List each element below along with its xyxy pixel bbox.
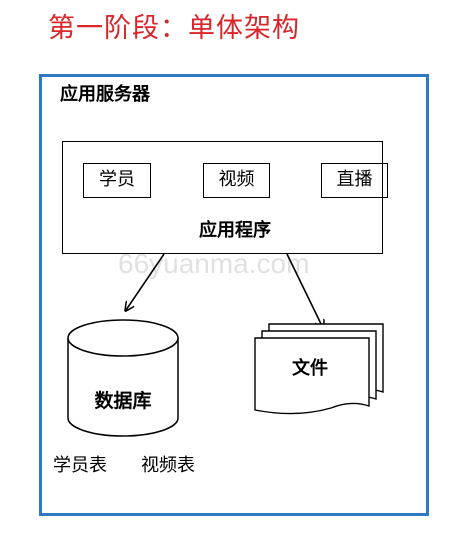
file-label: 文件 bbox=[292, 358, 328, 379]
application-label: 应用程序 bbox=[199, 220, 271, 241]
arrow-to-file bbox=[286, 253, 323, 328]
page-title: 第一阶段：单体架构 bbox=[48, 13, 300, 44]
module-live: 直播 bbox=[321, 163, 388, 198]
module-video: 视频 bbox=[203, 163, 270, 198]
table-student: 学员表 bbox=[53, 455, 107, 476]
arrow-to-database bbox=[126, 253, 165, 310]
database-label: 数据库 bbox=[94, 390, 152, 412]
application-server-label: 应用服务器 bbox=[60, 84, 150, 105]
watermark: 66yuanma.com bbox=[118, 248, 310, 279]
module-student: 学员 bbox=[83, 163, 151, 198]
file-stack bbox=[254, 323, 384, 415]
table-video: 视频表 bbox=[141, 455, 195, 476]
application-server-frame bbox=[39, 74, 429, 516]
database-cylinder bbox=[67, 319, 179, 437]
